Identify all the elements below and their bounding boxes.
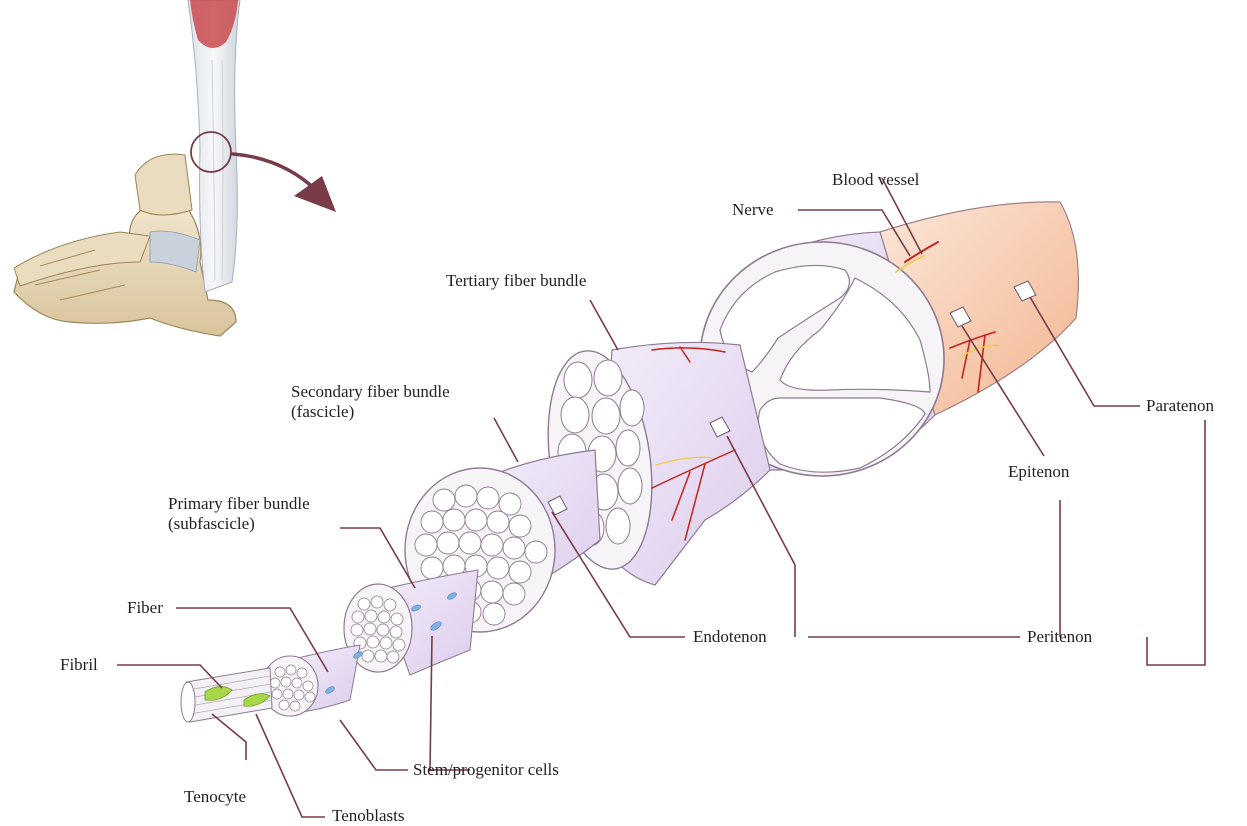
ankle-illustration [14,0,336,336]
label-paratenon: Paratenon [1146,396,1214,416]
label-tertiary-fiber-bundle: Tertiary fiber bundle [446,271,586,291]
label-peritenon: Peritenon [1027,627,1092,647]
label-epitenon: Epitenon [1008,462,1069,482]
label-secondary-fiber-bundle: Secondary fiber bundle (fascicle) [291,382,450,422]
label-tenocyte: Tenocyte [184,787,246,807]
label-fibril: Fibril [60,655,98,675]
label-stem-progenitor-cells: Stem/progenitor cells [413,760,559,780]
primary-bundle [344,570,478,675]
label-tenoblasts: Tenoblasts [332,806,404,826]
label-blood-vessel: Blood vessel [832,170,919,190]
label-secondary-line1: Secondary fiber bundle [291,382,450,402]
label-endotenon: Endotenon [693,627,767,647]
fiber-bundle [262,645,360,716]
fibril-bundle [181,668,272,722]
label-fiber: Fiber [127,598,163,618]
label-primary-line1: Primary fiber bundle [168,494,310,514]
label-nerve: Nerve [732,200,774,220]
label-primary-line2: (subfascicle) [168,514,310,534]
label-secondary-line2: (fascicle) [291,402,450,422]
label-primary-fiber-bundle: Primary fiber bundle (subfascicle) [168,494,310,534]
